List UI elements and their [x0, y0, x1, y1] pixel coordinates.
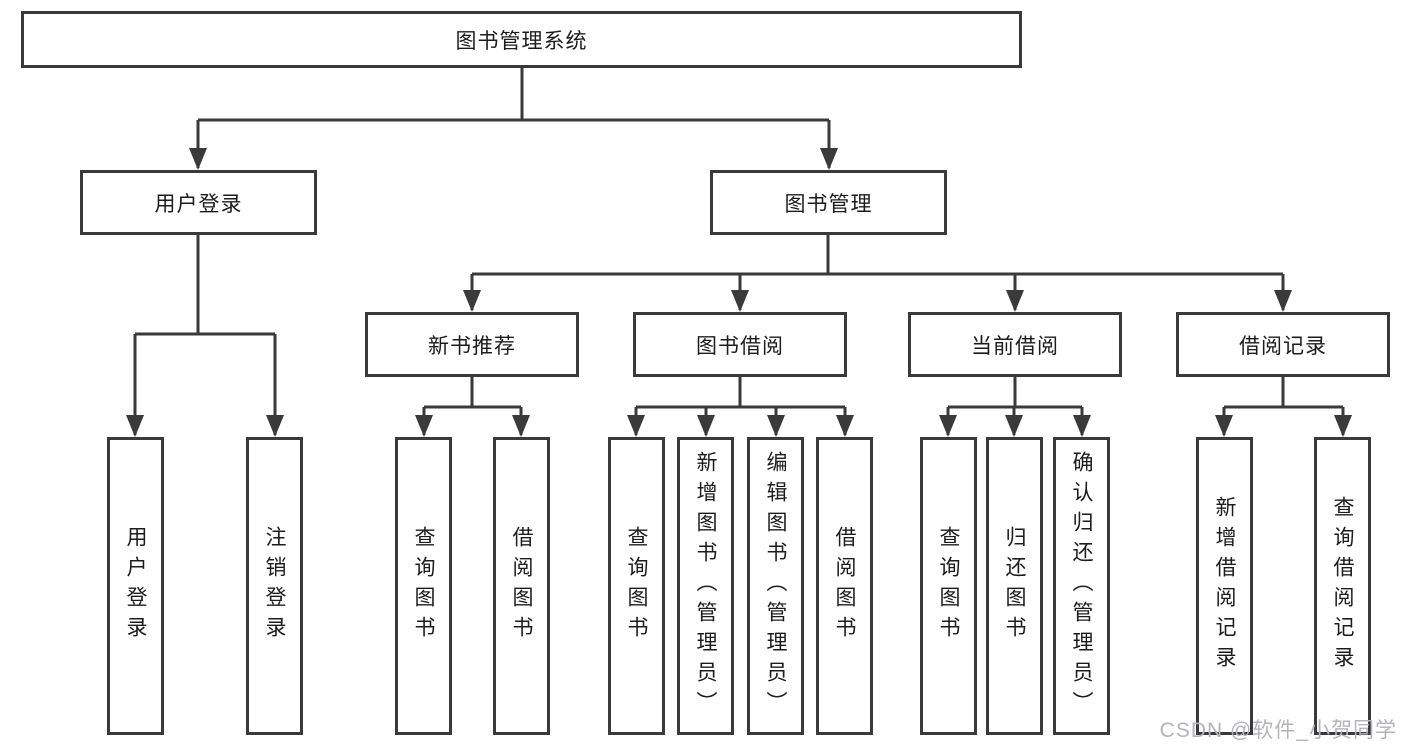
edge-userlogin-to-leaves — [133, 235, 277, 435]
node-book-management-label: 图书管理 — [784, 192, 873, 216]
leaf-label: 用户登录 — [124, 526, 147, 646]
node-book-borrow-label: 图书借阅 — [696, 334, 784, 358]
arrowhead-down-icon — [820, 148, 838, 170]
node-leaf-query-books-3: 查询图书 — [920, 437, 977, 735]
node-leaf-confirm-return-admin: 确认归还（管理员） — [1053, 437, 1110, 735]
arrowhead-down-icon — [767, 415, 785, 437]
arrowhead-down-icon — [697, 415, 715, 437]
node-book-management: 图书管理 — [710, 170, 947, 235]
node-leaf-user-login: 用户登录 — [107, 437, 164, 735]
leaf-label: 借阅图书 — [833, 526, 856, 646]
node-user-login: 用户登录 — [80, 170, 317, 235]
arrowhead-down-icon — [1334, 415, 1352, 437]
node-leaf-add-books-admin: 新增图书（管理员） — [677, 437, 734, 735]
arrowhead-down-icon — [627, 415, 645, 437]
arrowhead-down-icon — [1006, 290, 1024, 312]
node-leaf-query-borrow-record: 查询借阅记录 — [1314, 437, 1371, 735]
leaf-label: 借阅图书 — [510, 526, 533, 646]
arrowhead-down-icon — [126, 415, 144, 437]
leaf-label: 新增图书（管理员） — [694, 451, 717, 721]
arrowhead-down-icon — [512, 415, 530, 437]
leaf-label: 查询图书 — [625, 526, 648, 646]
arrowhead-down-icon — [189, 148, 207, 170]
node-book-borrow: 图书借阅 — [633, 312, 847, 377]
leaf-label: 注销登录 — [263, 526, 286, 646]
csdn-watermark: CSDN @软件_小贺同学 — [1159, 719, 1397, 742]
edge-newbooks-to-leaves — [422, 377, 523, 435]
arrowhead-down-icon — [1274, 290, 1292, 312]
arrowhead-down-icon — [939, 415, 957, 437]
leaf-label: 查询图书 — [937, 526, 960, 646]
node-borrow-records: 借阅记录 — [1176, 312, 1390, 377]
edge-root-to-level2 — [196, 68, 831, 168]
arrowhead-down-icon — [1005, 415, 1023, 437]
node-root: 图书管理系统 — [21, 11, 1022, 68]
arrowhead-down-icon — [836, 415, 854, 437]
leaf-label: 查询借阅记录 — [1331, 496, 1354, 676]
node-leaf-logout: 注销登录 — [246, 437, 303, 735]
leaf-label: 新增借阅记录 — [1213, 496, 1236, 676]
leaf-label: 查询图书 — [412, 526, 435, 646]
node-root-label: 图书管理系统 — [455, 29, 588, 53]
arrowhead-down-icon — [1215, 415, 1233, 437]
arrowhead-down-icon — [266, 415, 284, 437]
node-new-book-recommend: 新书推荐 — [365, 312, 579, 377]
node-leaf-edit-books-admin: 编辑图书（管理员） — [747, 437, 804, 735]
leaf-label: 归还图书 — [1003, 526, 1026, 646]
edge-bookmgmt-to-level3 — [470, 235, 1285, 310]
leaf-label: 编辑图书（管理员） — [764, 451, 787, 721]
node-leaf-borrow-books-1: 借阅图书 — [493, 437, 550, 735]
arrowhead-down-icon — [463, 290, 481, 312]
node-leaf-borrow-books-2: 借阅图书 — [816, 437, 873, 735]
node-current-borrow: 当前借阅 — [908, 312, 1122, 377]
edge-currentborrow-to-leaves — [946, 377, 1084, 435]
arrowhead-down-icon — [415, 415, 433, 437]
node-leaf-add-borrow-record: 新增借阅记录 — [1196, 437, 1253, 735]
node-user-login-label: 用户登录 — [154, 192, 243, 216]
node-leaf-query-books-2: 查询图书 — [608, 437, 665, 735]
leaf-label: 确认归还（管理员） — [1070, 451, 1093, 721]
node-leaf-query-books-1: 查询图书 — [395, 437, 452, 735]
node-new-book-recommend-label: 新书推荐 — [428, 334, 516, 358]
arrowhead-down-icon — [731, 290, 749, 312]
edge-records-to-leaves — [1222, 377, 1345, 435]
node-current-borrow-label: 当前借阅 — [971, 334, 1059, 358]
edge-bookborrow-to-leaves — [634, 377, 847, 435]
node-borrow-records-label: 借阅记录 — [1239, 334, 1327, 358]
arrowhead-down-icon — [1073, 415, 1091, 437]
node-leaf-return-books: 归还图书 — [986, 437, 1043, 735]
